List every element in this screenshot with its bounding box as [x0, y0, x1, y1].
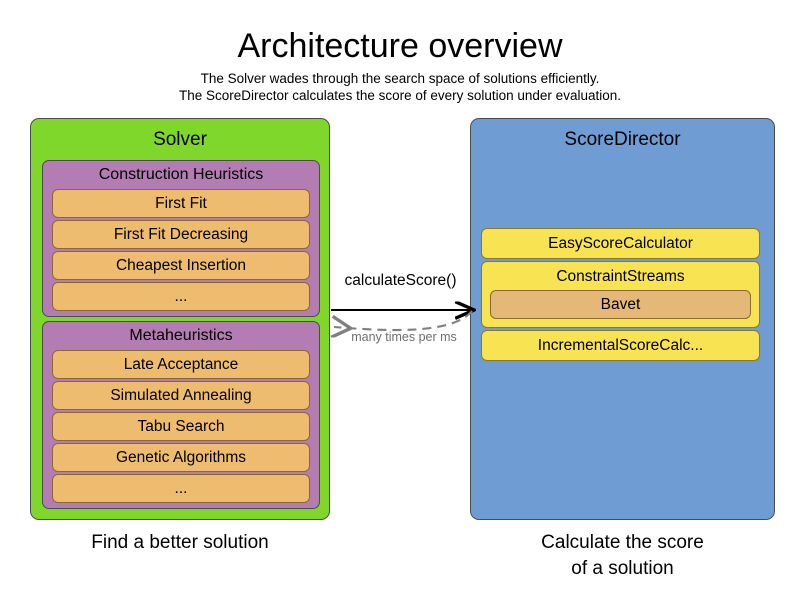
list-item[interactable]: ConstraintStreams Bavet — [481, 261, 760, 328]
many-times-per-ms-arrow — [334, 310, 473, 330]
group-metaheuristics: Metaheuristics Late Acceptance Simulated… — [42, 321, 320, 509]
list-item[interactable]: ... — [52, 282, 310, 311]
score-director-caption-line-1: Calculate the score — [541, 532, 704, 553]
list-item[interactable]: Cheapest Insertion — [52, 251, 310, 280]
list-item[interactable]: First Fit — [52, 189, 310, 218]
list-item[interactable]: Genetic Algorithms — [52, 443, 310, 472]
many-times-per-ms-label: many times per ms — [351, 330, 457, 344]
score-director-caption: Calculate the score of a solution — [455, 530, 790, 582]
list-item[interactable]: EasyScoreCalculator — [481, 228, 760, 259]
solver-caption: Find a better solution — [91, 532, 269, 553]
subtitle-line-1: The Solver wades through the search spac… — [200, 71, 600, 86]
page-title: Architecture overview — [237, 27, 563, 65]
group-construction-heuristics: Construction Heuristics First Fit First … — [42, 160, 320, 317]
score-director-panel: ScoreDirector EasyScoreCalculator Constr… — [470, 118, 775, 520]
subtitle-line-2: The ScoreDirector calculates the score o… — [179, 88, 621, 103]
list-item[interactable]: Simulated Annealing — [52, 381, 310, 410]
solver-panel: Solver Construction Heuristics First Fit… — [30, 118, 330, 520]
solver-panel-title: Solver — [153, 129, 207, 150]
group-title-construction-heuristics: Construction Heuristics — [98, 166, 264, 183]
list-item[interactable]: Tabu Search — [52, 412, 310, 441]
group-title-metaheuristics: Metaheuristics — [129, 327, 233, 344]
construction-heuristics-items: First Fit First Fit Decreasing Cheapest … — [52, 189, 310, 311]
list-item[interactable]: First Fit Decreasing — [52, 220, 310, 249]
list-item[interactable]: ... — [52, 474, 310, 503]
score-director-panel-title: ScoreDirector — [564, 129, 681, 150]
score-calculator-stack: EasyScoreCalculator ConstraintStreams Ba… — [481, 228, 760, 363]
calculate-score-label: calculateScore() — [344, 272, 457, 289]
score-director-caption-line-2: of a solution — [571, 558, 674, 579]
metaheuristics-items: Late Acceptance Simulated Annealing Tabu… — [52, 350, 310, 503]
bavet-box[interactable]: Bavet — [490, 290, 751, 319]
list-item[interactable]: IncrementalScoreCalc... — [481, 330, 760, 361]
list-item[interactable]: Late Acceptance — [52, 350, 310, 379]
constraint-streams-label: ConstraintStreams — [556, 268, 685, 285]
